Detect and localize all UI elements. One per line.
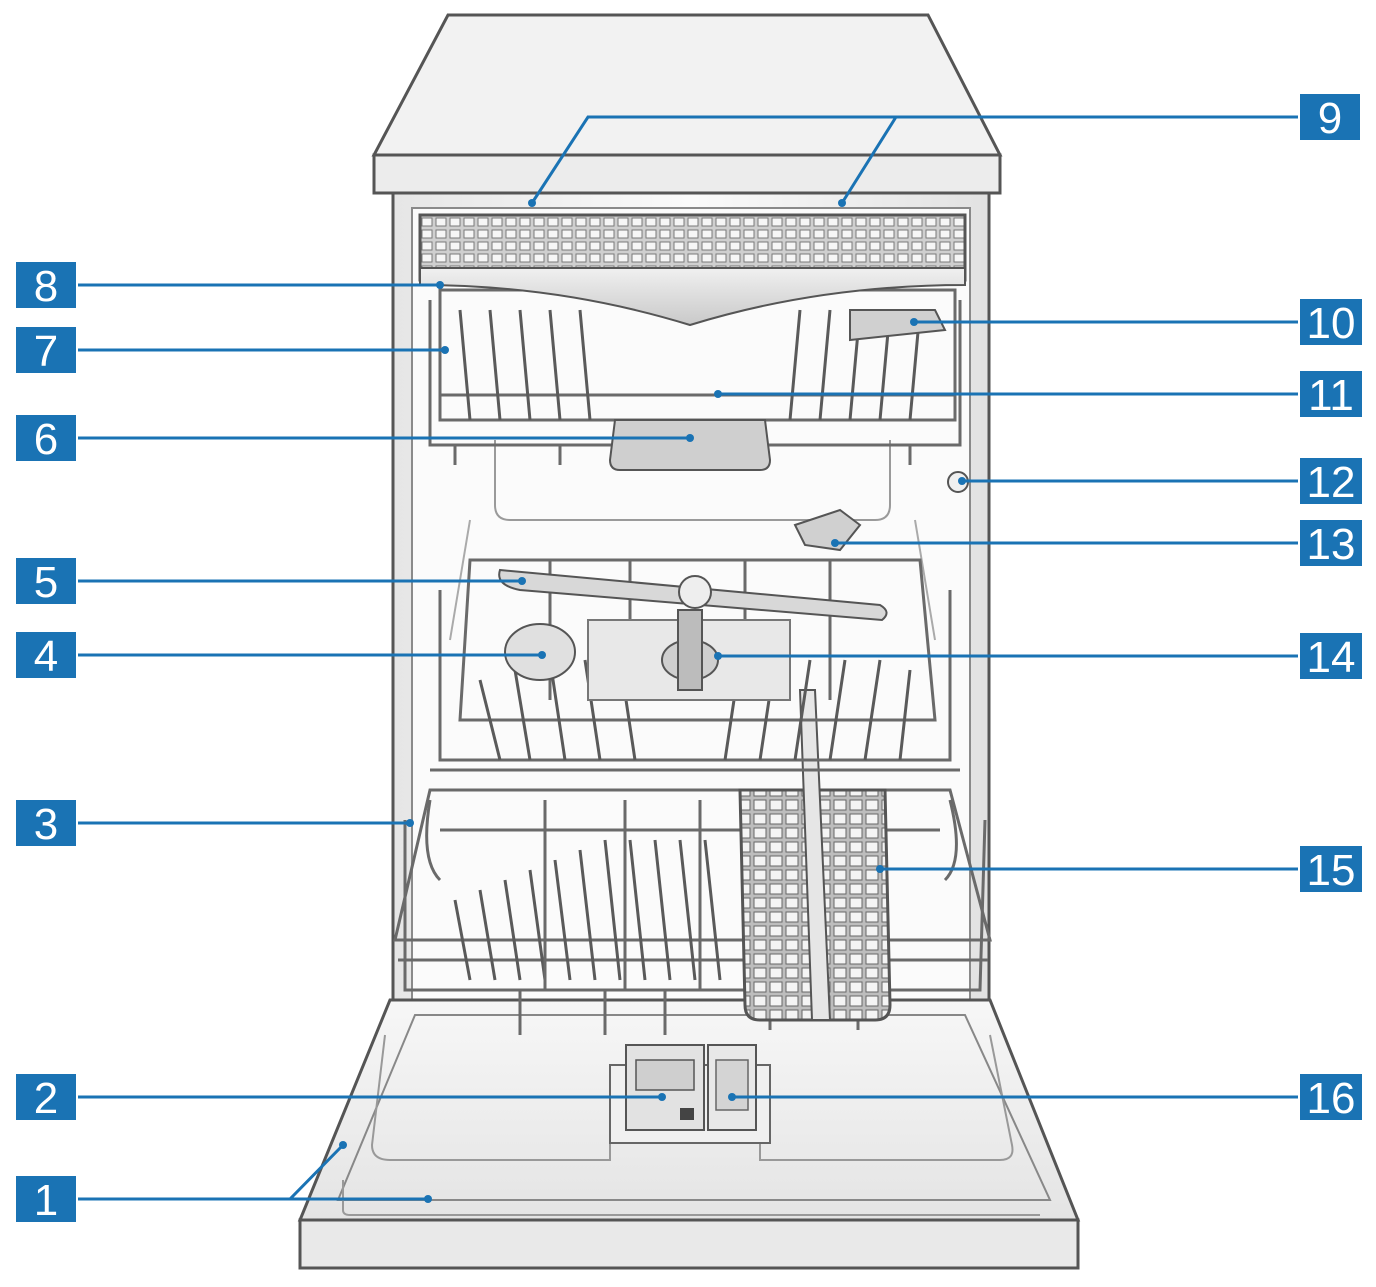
callout-16: 16	[1298, 1072, 1364, 1123]
callout-6: 6	[14, 413, 78, 464]
callout-1: 1	[14, 1174, 78, 1225]
worktop	[371, 13, 1003, 195]
leader-lines	[76, 115, 1300, 1201]
callout-11: 11	[1298, 369, 1364, 420]
filter-system	[587, 609, 791, 701]
leader-dots	[339, 199, 966, 1203]
callout-12: 12	[1298, 456, 1364, 507]
lower-spray-arm	[498, 568, 888, 622]
lower-basket	[393, 788, 992, 1035]
callout-14: 14	[1298, 631, 1364, 682]
callout-7: 7	[14, 325, 78, 376]
rackmatic-lever	[849, 309, 947, 342]
top-cutlery-drawer	[418, 213, 967, 327]
callout-10: 10	[1298, 297, 1364, 348]
leader-line-1	[76, 1143, 428, 1201]
upper-spray-arm	[608, 419, 772, 471]
callout-15: 15	[1298, 844, 1364, 895]
callout-4: 4	[14, 630, 78, 681]
callout-13: 13	[1298, 518, 1364, 569]
callout-8: 8	[14, 260, 78, 311]
cutlery-basket	[738, 689, 892, 1022]
top-spray-connector	[793, 508, 862, 552]
callout-3: 3	[14, 798, 78, 849]
detergent-dispenser	[609, 1044, 771, 1144]
callout-2: 2	[14, 1072, 78, 1123]
leader-line-9	[530, 115, 1300, 204]
callout-9: 9	[1298, 92, 1362, 143]
callout-5: 5	[14, 556, 78, 607]
